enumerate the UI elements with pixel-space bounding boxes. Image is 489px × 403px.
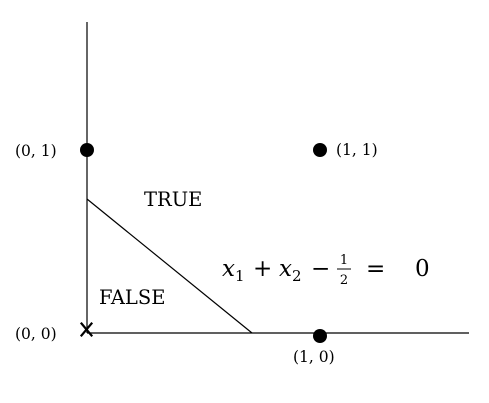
point-0-1-dot [80, 143, 94, 157]
eq-frac-numerator: 1 [340, 253, 348, 268]
point-1-0-dot [313, 329, 327, 343]
eq-var-x2: x [279, 256, 292, 282]
eq-rhs-zero: 0 [415, 256, 430, 282]
decision-boundary-line [86, 198, 253, 334]
eq-sub-2: 2 [292, 267, 302, 285]
boundary-equation: x 1 + x 2 − 1 2 = 0 [222, 253, 430, 288]
region-false-label: FALSE [99, 286, 165, 309]
eq-plus: + [253, 256, 272, 282]
point-1-1-dot [313, 143, 327, 157]
region-true-label: TRUE [144, 188, 202, 211]
point-1-0-label: (1, 0) [293, 348, 335, 366]
eq-frac-denominator: 2 [340, 273, 348, 288]
eq-minus: − [311, 256, 330, 282]
eq-sub-1: 1 [235, 267, 245, 285]
point-0-1-label: (0, 1) [15, 142, 57, 160]
point-1-1-label: (1, 1) [336, 141, 378, 159]
point-0-0-label: (0, 0) [15, 325, 57, 343]
eq-equals: = [366, 256, 385, 282]
eq-var-x1: x [222, 256, 235, 282]
point-0-0-marker [79, 321, 94, 338]
